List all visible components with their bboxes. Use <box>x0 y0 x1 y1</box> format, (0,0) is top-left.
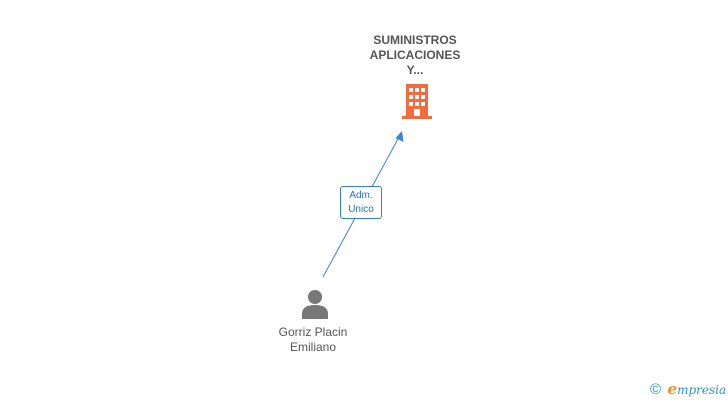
brand-footer[interactable]: © empresia <box>650 380 726 398</box>
building-icon[interactable] <box>401 84 433 120</box>
company-name-line-3: Y... <box>406 63 424 77</box>
person-name-line-2: Emiliano <box>289 340 337 354</box>
arrowhead-icon <box>395 131 404 142</box>
logo-text: mpresia <box>677 383 727 397</box>
person-name-line-1: Gorriz Placin <box>278 325 348 339</box>
relation-label[interactable]: Adm. Unico <box>340 186 382 219</box>
company-name-line-1: SUMINISTROS <box>373 33 457 47</box>
relation-label-line-2: Unico <box>348 204 374 215</box>
relation-label-line-1: Adm. <box>349 190 373 201</box>
copyright-icon: © <box>650 380 662 398</box>
person-name[interactable]: Gorriz Placin Emiliano <box>250 325 376 355</box>
logo-initial: e <box>667 380 678 398</box>
company-name[interactable]: SUMINISTROS APLICACIONES Y... <box>335 33 495 78</box>
company-name-line-2: APLICACIONES <box>369 48 461 62</box>
empresia-logo[interactable]: empresia <box>668 380 727 399</box>
person-icon[interactable] <box>301 289 329 319</box>
